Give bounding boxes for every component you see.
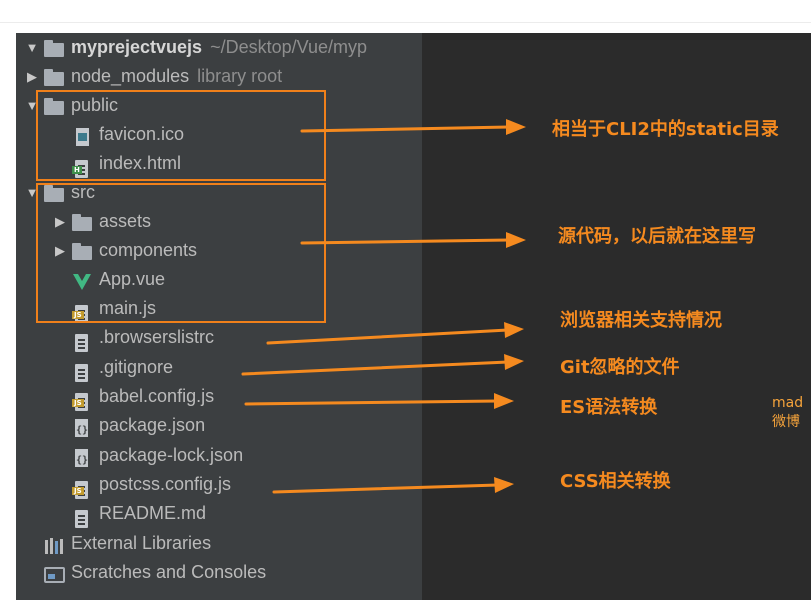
- tree-item-label: node_modules: [71, 66, 190, 86]
- tree-item-label: index.html: [99, 153, 182, 173]
- tree-item-label: .browserslistrc: [99, 327, 215, 347]
- annotation-babel: ES语法转换: [560, 397, 658, 418]
- tree-item-hint: ~/Desktop/Vue/myp: [210, 37, 367, 57]
- text-file-icon: [72, 359, 94, 382]
- tree-item-label: Scratches and Consoles: [71, 562, 267, 582]
- file-badge: H: [72, 166, 82, 174]
- public-highlight-box: [36, 90, 326, 181]
- tree-item-label: package.json: [99, 415, 206, 435]
- divider: [0, 22, 811, 23]
- tree-item-hint: library root: [197, 66, 283, 86]
- annotation-postcss: CSS相关转换: [560, 471, 671, 492]
- annotation-src: 源代码，以后就在这里写: [558, 226, 756, 247]
- chevron-down-icon[interactable]: ▼: [25, 185, 39, 200]
- tree-item-postcss-config[interactable]: JS postcss.config.js: [72, 470, 422, 499]
- tree-item-assets[interactable]: ▶ assets: [55, 207, 422, 236]
- tree-item-label: myprejectvuejs: [71, 37, 203, 57]
- folder-icon: [72, 243, 92, 260]
- json-file-icon: {}: [72, 447, 94, 467]
- tree-item-components[interactable]: ▶ components: [55, 236, 422, 265]
- tree-item-label: favicon.ico: [99, 124, 185, 144]
- html-file-icon: H: [72, 155, 94, 178]
- tree-item-readme[interactable]: README.md: [72, 499, 422, 528]
- tree-item-label: src: [71, 182, 95, 202]
- chevron-right-icon[interactable]: ▶: [55, 214, 65, 229]
- annotation-public: 相当于CLI2中的static目录: [552, 119, 779, 140]
- tree-item-app-vue[interactable]: App.vue: [72, 265, 422, 294]
- tree-item-label: README.md: [99, 503, 207, 523]
- tree-item-root[interactable]: ▼ myprejectvuejs ~/Desktop/Vue/myp: [26, 33, 422, 62]
- json-file-icon: {}: [72, 417, 94, 437]
- cropped-heading: [175, 0, 475, 8]
- file-badge: JS: [72, 311, 84, 319]
- tree-item-label: assets: [99, 211, 152, 231]
- chevron-right-icon[interactable]: ▶: [55, 243, 65, 258]
- watermark-line-1: mad: [772, 395, 804, 411]
- svg-text:{}: {}: [76, 425, 88, 436]
- tree-item-node-modules[interactable]: ▶ node_modules library root: [27, 62, 422, 91]
- tree-item-label: components: [99, 240, 198, 260]
- chevron-down-icon[interactable]: ▼: [25, 98, 39, 113]
- tree-item-label: .gitignore: [99, 357, 174, 377]
- annotation-gitignore: Git忽略的文件: [560, 357, 680, 378]
- folder-icon: [44, 185, 64, 202]
- tree-item-label: public: [71, 95, 119, 115]
- file-icon: [75, 334, 88, 352]
- tree-item-label: package-lock.json: [99, 445, 244, 465]
- js-file-icon: JS: [72, 476, 94, 499]
- folder-icon: [44, 98, 64, 115]
- tree-item-label: main.js: [99, 298, 157, 318]
- library-icon: [44, 535, 66, 554]
- annotation-browserslist: 浏览器相关支持情况: [560, 310, 722, 331]
- tree-item-public[interactable]: ▼ public: [26, 91, 422, 120]
- folder-icon: [44, 69, 64, 86]
- src-highlight-box: [36, 183, 326, 323]
- tree-item-package-lock[interactable]: {} package-lock.json: [72, 441, 422, 470]
- tree-item-external-libs[interactable]: External Libraries: [44, 529, 422, 558]
- chevron-down-icon[interactable]: ▼: [25, 40, 39, 55]
- text-file-icon: [72, 505, 94, 528]
- svg-text:{}: {}: [76, 455, 88, 466]
- tree-item-scratches[interactable]: Scratches and Consoles: [44, 558, 422, 587]
- file-badge: JS: [72, 487, 84, 495]
- tree-item-main-js[interactable]: JS main.js: [72, 294, 422, 323]
- tree-item-src[interactable]: ▼ src: [26, 178, 422, 207]
- chevron-right-icon[interactable]: ▶: [27, 69, 37, 84]
- js-file-icon: JS: [72, 300, 94, 323]
- tree-item-browserslistrc[interactable]: .browserslistrc: [72, 323, 422, 352]
- scratches-icon: [44, 564, 66, 583]
- file-icon: [75, 510, 88, 528]
- page-top-strip: [0, 0, 811, 30]
- tree-item-label: External Libraries: [71, 533, 212, 553]
- tree-item-label: postcss.config.js: [99, 474, 232, 494]
- tree-item-package-json[interactable]: {} package.json: [72, 411, 422, 440]
- tree-item-babel-config[interactable]: JS babel.config.js: [72, 382, 422, 411]
- file-badge: JS: [72, 399, 84, 407]
- js-file-icon: JS: [72, 388, 94, 411]
- image-file-icon: [72, 126, 94, 146]
- vue-icon: [72, 271, 94, 290]
- watermark-line-2: 微博: [772, 414, 800, 430]
- folder-icon: [44, 40, 64, 57]
- file-icon: [75, 364, 88, 382]
- text-file-icon: [72, 329, 94, 352]
- tree-item-favicon[interactable]: favicon.ico: [72, 120, 422, 149]
- tree-item-gitignore[interactable]: .gitignore: [72, 353, 422, 382]
- tree-item-label: App.vue: [99, 269, 166, 289]
- folder-icon: [72, 214, 92, 231]
- tree-item-label: babel.config.js: [99, 386, 215, 406]
